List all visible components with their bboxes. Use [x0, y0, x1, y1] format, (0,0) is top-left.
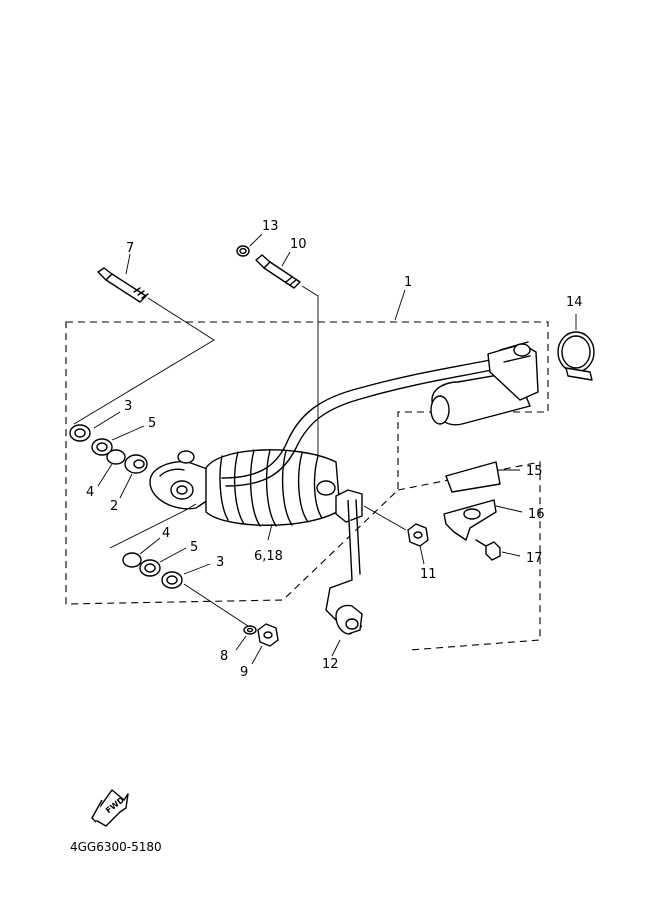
washer-5-upper	[91, 438, 113, 456]
shock-absorber-6-18	[149, 449, 363, 527]
hose-clamp-14	[557, 331, 595, 381]
callout-6-18: 6,18	[254, 549, 283, 564]
callout-15: 15	[526, 464, 543, 479]
leader-13	[249, 233, 263, 247]
leader-9	[251, 645, 263, 665]
washer-5-lower	[139, 559, 161, 577]
nut-11-axis	[363, 505, 407, 531]
reservoir-hose	[221, 359, 491, 479]
callout-4-upper: 4	[86, 485, 94, 500]
leader-4-lower	[139, 537, 161, 555]
bushing-3-upper	[69, 424, 91, 442]
callout-5-lower: 5	[190, 540, 198, 555]
assembly-boundary	[65, 321, 549, 605]
leader-8	[235, 635, 247, 651]
leader-10	[281, 251, 291, 267]
callout-14: 14	[566, 295, 583, 310]
bracket-12	[325, 499, 363, 635]
callout-12: 12	[322, 657, 339, 672]
leader-5-upper	[111, 425, 145, 441]
cover-16-hole	[463, 508, 481, 520]
plate-15	[445, 461, 501, 493]
callout-10: 10	[290, 237, 307, 252]
leader-16	[495, 505, 523, 513]
callout-13: 13	[262, 219, 279, 234]
callout-17: 17	[526, 551, 543, 566]
nut-9	[257, 623, 279, 647]
callout-1: 1	[404, 275, 412, 290]
bolt-7	[97, 267, 149, 303]
callout-9: 9	[240, 665, 248, 680]
bolt-10-axis	[301, 285, 319, 470]
oring-4-upper	[106, 449, 126, 465]
callout-5-upper: 5	[148, 416, 156, 431]
bolt-10	[255, 254, 301, 289]
callout-3-lower: 3	[216, 555, 224, 570]
leader-2	[119, 473, 133, 499]
leader-17	[501, 551, 521, 557]
leader-1	[394, 289, 406, 321]
reservoir	[430, 341, 539, 426]
leader-3-upper	[93, 411, 121, 429]
nut-11	[407, 523, 429, 547]
collar-2	[124, 454, 148, 474]
oring-4-lower	[122, 552, 142, 568]
leader-12	[331, 639, 341, 657]
cover-16	[443, 499, 497, 541]
callout-8: 8	[220, 649, 228, 664]
callout-7: 7	[126, 241, 134, 256]
leader-4-upper	[97, 463, 113, 487]
upper-axis	[109, 503, 197, 549]
callout-16: 16	[528, 507, 545, 522]
leader-5-lower	[159, 547, 187, 563]
callout-11: 11	[420, 567, 437, 582]
washer-8	[243, 625, 257, 635]
bolt-7-axis	[73, 297, 215, 425]
callout-3-upper: 3	[124, 399, 132, 414]
bushing-3-lower	[161, 571, 183, 589]
reservoir-hose-inner	[225, 369, 493, 487]
lower-axis	[183, 583, 249, 627]
fwd-arrow-icon	[91, 789, 129, 827]
leader-6-18	[267, 523, 273, 541]
diagram-code: 4GG6300-5180	[70, 840, 162, 854]
callout-2: 2	[110, 499, 118, 514]
bolt-17	[475, 539, 501, 561]
leader-3-lower	[183, 563, 211, 575]
callout-4-lower: 4	[162, 526, 170, 541]
nut-13	[236, 245, 250, 257]
leader-7	[125, 253, 131, 275]
leader-11	[419, 545, 425, 565]
